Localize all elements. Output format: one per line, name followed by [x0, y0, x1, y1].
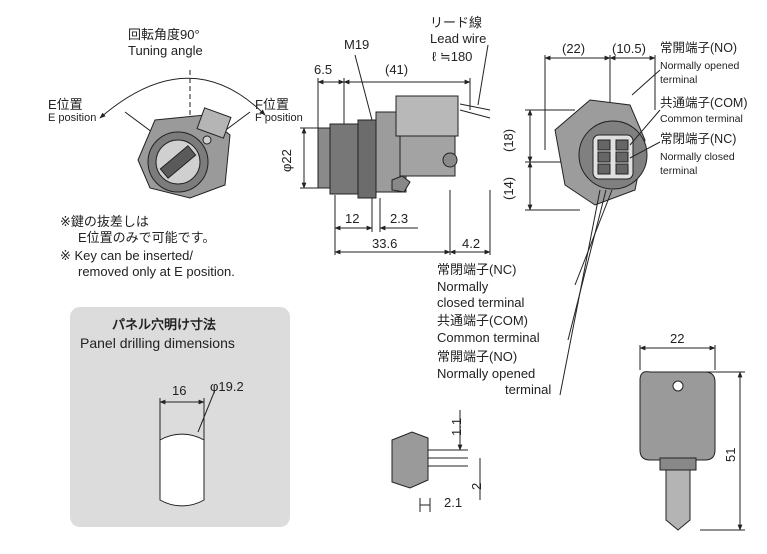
- note-en-line2: removed only at E position.: [78, 264, 235, 279]
- dim-18-back: (18): [501, 128, 516, 152]
- terminal-dim-2-1: 2.1: [444, 495, 463, 510]
- terminal-com-jp: 共通端子(COM): [660, 96, 748, 110]
- terminal-no-en2: terminal: [660, 74, 698, 86]
- rotation-jp: 回転角度90°: [128, 27, 200, 42]
- bottom-com-en: Common terminal: [437, 330, 540, 345]
- terminal-nc-jp: 常閉端子(NC): [660, 132, 737, 146]
- rotation-en: Tuning angle: [128, 43, 203, 58]
- dim-10-5-back: (10.5): [612, 41, 646, 56]
- thread-m19: M19: [344, 37, 370, 52]
- dim-41: (41): [385, 62, 409, 77]
- e-position-en: E position: [48, 112, 97, 124]
- terminal-no-en1: Normally opened: [660, 60, 740, 72]
- terminal-nc-en1: Normally closed: [660, 151, 735, 163]
- lead-wire-jp: リード線: [430, 15, 483, 30]
- bottom-no-en1: Normally opened: [437, 366, 536, 381]
- bottom-no-jp: 常開端子(NO): [437, 349, 518, 364]
- rotation-arc: [99, 77, 266, 119]
- key-view: [639, 345, 745, 531]
- bottom-com-jp: 共通端子(COM): [437, 313, 528, 328]
- terminal-detail: [391, 410, 481, 512]
- panel-dim-16: 16: [172, 383, 187, 398]
- dim-14-back: (14): [501, 176, 516, 200]
- key-dim-51: 51: [723, 447, 738, 462]
- bottom-no-en2: terminal: [505, 382, 552, 397]
- dim-phi22: φ22: [279, 149, 294, 172]
- dim-33-6: 33.6: [372, 236, 398, 251]
- dim-22-back: (22): [562, 41, 586, 56]
- bottom-nc-en1: Normally: [437, 279, 489, 294]
- note-jp-line1: ※鍵の抜差しは: [60, 214, 149, 229]
- dim-6-5: 6.5: [314, 62, 333, 77]
- note-en-line1: ※ Key can be inserted/: [60, 248, 194, 263]
- dim-12: 12: [345, 211, 360, 226]
- lead-wire-en: Lead wire: [430, 31, 487, 46]
- bottom-nc-jp: 常閉端子(NC): [437, 262, 517, 277]
- lead-wire-length: ℓ ≒180: [432, 49, 473, 64]
- key-dim-22: 22: [670, 331, 685, 346]
- front-view: [99, 70, 266, 199]
- terminal-dim-2: 2: [469, 482, 484, 490]
- note-jp-line2: E位置のみで可能です。: [78, 230, 216, 245]
- panel-title-en: Panel drilling dimensions: [80, 335, 235, 351]
- terminal-nc-en2: terminal: [660, 165, 698, 177]
- e-position-jp: E位置: [48, 97, 83, 112]
- terminal-dim-1-1: 1.1: [449, 417, 464, 436]
- terminal-no-jp: 常開端子(NO): [660, 41, 738, 55]
- side-view: [300, 44, 491, 255]
- panel-hole: [159, 389, 216, 507]
- terminal-com-en: Common terminal: [660, 113, 743, 125]
- bottom-nc-en2: closed terminal: [437, 295, 525, 310]
- panel-dim-phi19-2: φ19.2: [210, 379, 244, 394]
- dim-2-3: 2.3: [390, 211, 409, 226]
- dim-4-2: 4.2: [462, 236, 481, 251]
- panel-title-jp: パネル穴明け寸法: [112, 317, 217, 332]
- f-position-en: F position: [255, 112, 303, 124]
- back-view: [525, 55, 661, 396]
- f-position-jp: F位置: [255, 97, 289, 112]
